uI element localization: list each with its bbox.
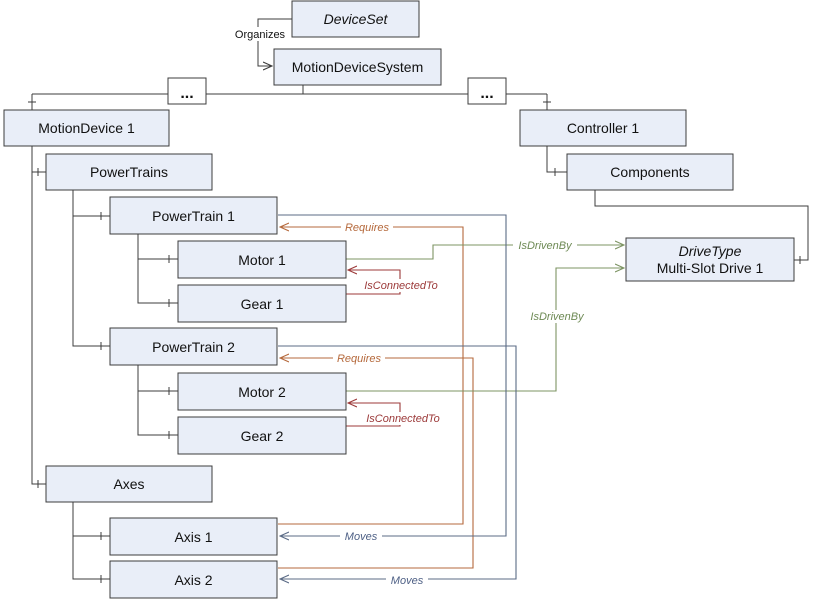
node-motor-1-label: Motor 1 xyxy=(238,252,286,268)
ellipsis-box-right xyxy=(467,77,507,105)
is-connected-to-label-2: IsConnectedTo xyxy=(366,413,440,425)
node-power-trains-label: PowerTrains xyxy=(90,164,168,180)
is-connected-to-label-1: IsConnectedTo xyxy=(364,280,438,292)
node-motion-device-1-label: MotionDevice 1 xyxy=(38,120,135,136)
node-axes[interactable]: Axes xyxy=(45,465,213,503)
reference-labels: Organizes Requires Requires IsConnectedT… xyxy=(232,27,589,587)
node-motor-1[interactable]: Motor 1 xyxy=(177,240,347,279)
node-device-set[interactable]: DeviceSet xyxy=(291,0,420,38)
node-device-set-label: DeviceSet xyxy=(324,11,389,27)
node-power-train-1-label: PowerTrain 1 xyxy=(152,208,235,224)
hierarchy-lines xyxy=(28,18,809,583)
ellipsis-box-left xyxy=(167,77,207,105)
node-power-train-2-label: PowerTrain 2 xyxy=(152,339,235,355)
moves-label-2: Moves xyxy=(391,575,424,587)
node-axis-2[interactable]: Axis 2 xyxy=(109,560,278,599)
node-power-trains[interactable]: PowerTrains xyxy=(45,153,213,191)
node-power-train-2[interactable]: PowerTrain 2 xyxy=(109,327,278,366)
node-axis-1[interactable]: Axis 1 xyxy=(109,517,278,556)
node-drive[interactable]: DriveType Multi-Slot Drive 1 xyxy=(625,237,795,282)
node-drive-type-label: DriveType xyxy=(679,243,742,259)
node-gear-1[interactable]: Gear 1 xyxy=(177,284,347,323)
node-gear-1-label: Gear 1 xyxy=(241,296,284,312)
node-motion-device-1[interactable]: MotionDevice 1 xyxy=(3,109,170,147)
node-components[interactable]: Components xyxy=(566,153,734,191)
node-controller-1[interactable]: Controller 1 xyxy=(519,109,687,147)
ellipsis-right: ... xyxy=(480,85,493,102)
node-motor-2-label: Motor 2 xyxy=(238,384,286,400)
requires-label-1: Requires xyxy=(345,222,390,234)
node-drive-label: Multi-Slot Drive 1 xyxy=(657,260,764,276)
ellipsis-markers: ... ... xyxy=(167,77,507,105)
node-power-train-1[interactable]: PowerTrain 1 xyxy=(109,196,278,235)
node-axis-2-label: Axis 2 xyxy=(174,572,212,588)
node-motion-device-system[interactable]: MotionDeviceSystem xyxy=(273,48,442,86)
node-motor-2[interactable]: Motor 2 xyxy=(177,372,347,411)
node-components-label: Components xyxy=(610,164,689,180)
is-driven-by-label-1: IsDrivenBy xyxy=(518,240,573,252)
requires-label-2: Requires xyxy=(337,353,382,365)
node-axis-1-label: Axis 1 xyxy=(174,529,212,545)
node-gear-2-label: Gear 2 xyxy=(241,428,284,444)
node-motion-device-system-label: MotionDeviceSystem xyxy=(292,59,424,75)
organizes-label: Organizes xyxy=(235,29,286,41)
ellipsis-left: ... xyxy=(180,85,193,102)
node-axes-label: Axes xyxy=(113,476,144,492)
node-gear-2[interactable]: Gear 2 xyxy=(177,416,347,455)
is-driven-by-label-2: IsDrivenBy xyxy=(530,311,585,323)
node-controller-1-label: Controller 1 xyxy=(567,120,640,136)
moves-label-1: Moves xyxy=(345,531,378,543)
